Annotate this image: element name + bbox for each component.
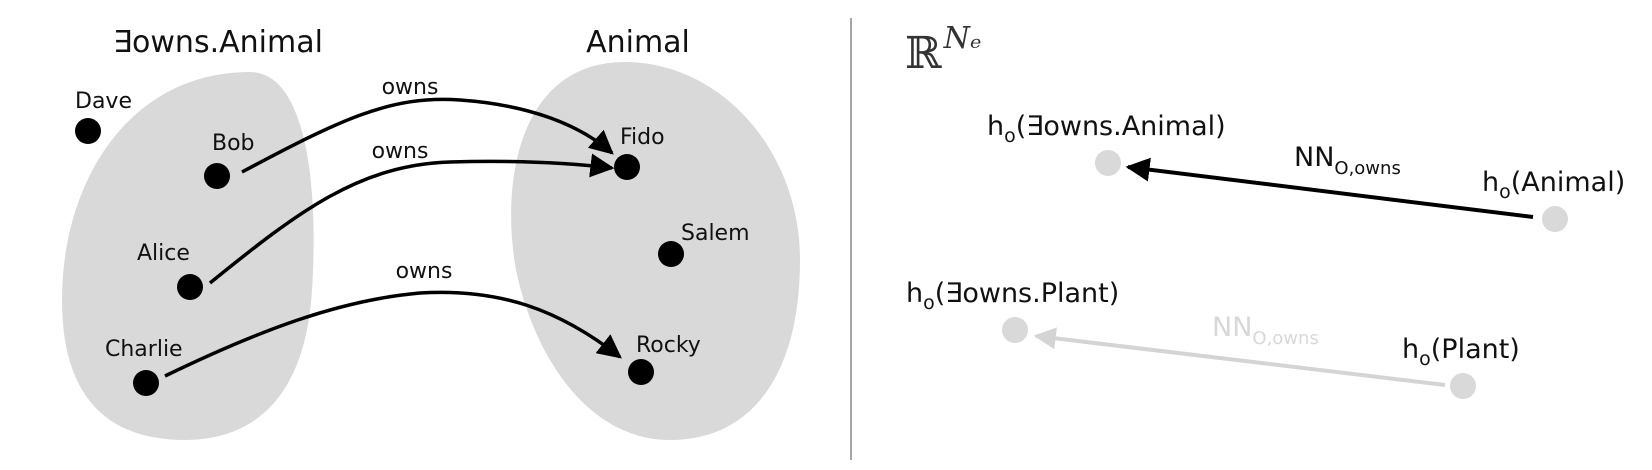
embedding-label-animal: ho(Animal) [1482, 167, 1625, 203]
relation-label-charlie-rocky: owns [396, 259, 453, 284]
individual-label-alice: Alice [137, 241, 190, 266]
relation-arrow-alice-fido [208, 153, 615, 285]
individual-label-fido: Fido [620, 125, 665, 150]
nn-arrow-plant [1033, 327, 1446, 387]
embedding-point-animal [1542, 206, 1568, 232]
nn-arrow-animal [1125, 157, 1534, 219]
left-panel: ∃owns.Animal Animal owns owns owns Dave … [62, 25, 800, 440]
individual-label-rocky: Rocky [636, 333, 701, 358]
individual-dot-rocky [628, 359, 654, 385]
right-panel: ℝNₑ NNO,owns NNO,owns ho(∃owns.Animal) h… [905, 21, 1625, 399]
set-title-animal: Animal [586, 25, 690, 60]
relation-arrow-bob-fido [241, 97, 614, 174]
individual-dot-fido [614, 154, 640, 180]
nn-label-plant: NNO,owns [1212, 312, 1319, 349]
relation-arrow-charlie-rocky [164, 290, 622, 378]
individual-label-charlie: Charlie [105, 337, 183, 362]
individual-label-dave: Dave [75, 89, 132, 114]
individual-label-bob: Bob [212, 131, 255, 156]
embedding-space-label: ℝNₑ [905, 21, 981, 79]
set-title-exists-owns-animal: ∃owns.Animal [113, 25, 323, 60]
embedding-point-exists-owns-plant [1002, 317, 1028, 343]
relation-label-bob-fido: owns [382, 75, 439, 100]
individual-dot-bob [204, 163, 230, 189]
individual-dot-alice [177, 274, 203, 300]
embedding-label-exists-owns-animal: ho(∃owns.Animal) [987, 111, 1226, 147]
individual-label-salem: Salem [681, 221, 750, 246]
embedding-label-plant: ho(Plant) [1402, 334, 1520, 370]
embedding-point-exists-owns-animal [1095, 150, 1121, 176]
embedding-point-plant [1450, 373, 1476, 399]
set-blob-exists-owns-animal [62, 72, 314, 440]
set-blob-animal [511, 62, 800, 440]
individual-dot-dave [75, 118, 101, 144]
embedding-label-exists-owns-plant: ho(∃owns.Plant) [906, 278, 1119, 314]
nn-label-animal: NNO,owns [1294, 142, 1401, 179]
individual-dot-charlie [133, 370, 159, 396]
individual-dot-salem [658, 241, 684, 267]
relation-label-alice-fido: owns [372, 139, 429, 164]
